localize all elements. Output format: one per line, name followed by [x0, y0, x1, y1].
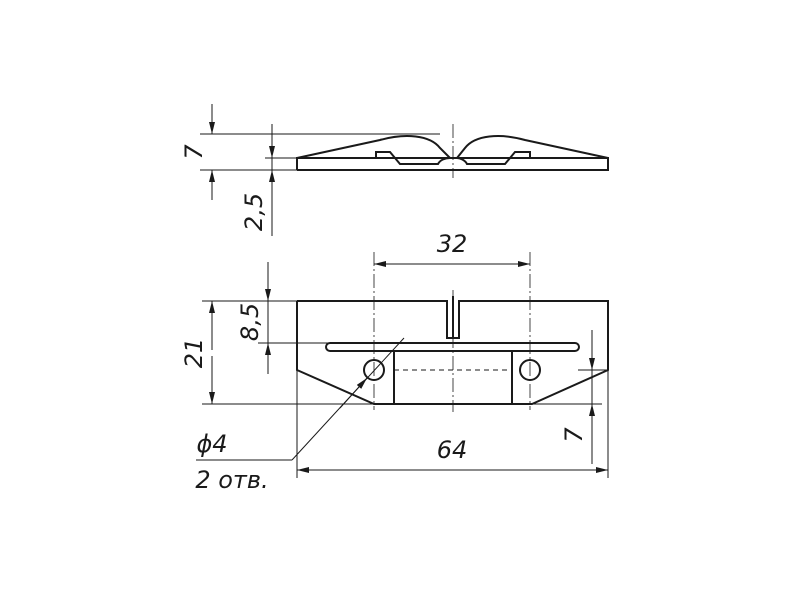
plan-view-long-slot: [325, 342, 580, 352]
dim-label-hole-count: 2 отв.: [195, 466, 268, 494]
dim-label-chamfer-height: 7: [560, 427, 588, 443]
side-view-left-wing-inner: [375, 151, 451, 165]
side-view-base: [296, 157, 609, 171]
plan-view-outline: [296, 300, 609, 405]
plan-view: 32 8,5 21 64 7 ϕ4 2 отв.: [180, 230, 609, 494]
dim-label-side-height: 7: [180, 144, 208, 160]
dim-label-hole-spacing: 32: [437, 230, 468, 258]
dim-label-hole-diameter: ϕ4: [196, 430, 227, 458]
dim-label-overall-width: 64: [437, 436, 468, 464]
side-view-right-wing: [456, 135, 609, 159]
dim-label-slot-depth: 8,5: [236, 303, 264, 341]
hole-callout-leader-arrow: [339, 377, 368, 409]
dim-label-side-thickness: 2,5: [240, 193, 268, 231]
side-view-right-wing-inner: [456, 151, 531, 165]
dim-label-plan-height: 21: [180, 338, 208, 369]
side-view: 7 2,5: [180, 104, 609, 236]
side-view-left-wing: [296, 135, 451, 159]
